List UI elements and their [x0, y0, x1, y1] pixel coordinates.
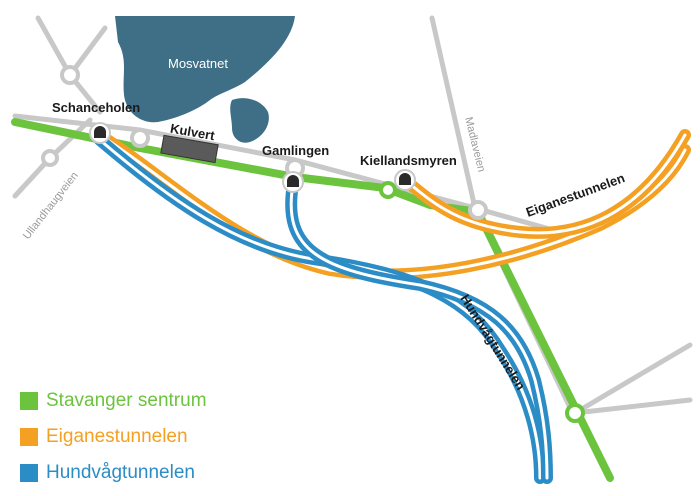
legend-swatch-orange — [20, 428, 38, 446]
tunnel-portal-icon — [394, 169, 416, 191]
tunnel-portal-icon — [282, 171, 304, 193]
tunnel-portal-icon — [89, 122, 111, 144]
junction-circles — [41, 65, 585, 423]
culvert-box — [160, 134, 219, 164]
legend-item-orange: Eiganestunnelen — [20, 424, 207, 450]
lake-mosvatnet — [115, 16, 295, 123]
legend: Stavanger sentrum Eiganestunnelen Hundvå… — [20, 388, 207, 496]
lake-label: Mosvatnet — [168, 56, 228, 71]
tunnel-portals — [89, 122, 416, 193]
legend-label: Hundvågtunnelen — [46, 462, 195, 483]
junction-circle-icon — [379, 181, 397, 199]
station-label-gamlingen: Gamlingen — [262, 143, 329, 158]
junction-circle-icon — [468, 200, 488, 220]
legend-item-green: Stavanger sentrum — [20, 388, 207, 414]
legend-item-blue: Hundvågtunnelen — [20, 460, 207, 486]
junction-circle-icon — [60, 65, 80, 85]
station-label-schanceholen: Schanceholen — [52, 100, 140, 115]
junction-circle-icon — [130, 128, 150, 148]
legend-label: Stavanger sentrum — [46, 390, 207, 411]
legend-swatch-blue — [20, 464, 38, 482]
legend-label: Eiganestunnelen — [46, 426, 188, 447]
blue-tunnel — [94, 134, 553, 484]
lake-mosvatnet-south — [230, 98, 269, 143]
station-label-kiellandsmyren: Kiellandsmyren — [360, 153, 457, 168]
junction-circle-icon — [41, 149, 59, 167]
junction-circle-icon — [565, 403, 585, 423]
orange-tunnel — [94, 129, 691, 281]
legend-swatch-green — [20, 392, 38, 410]
road-network — [12, 15, 693, 421]
